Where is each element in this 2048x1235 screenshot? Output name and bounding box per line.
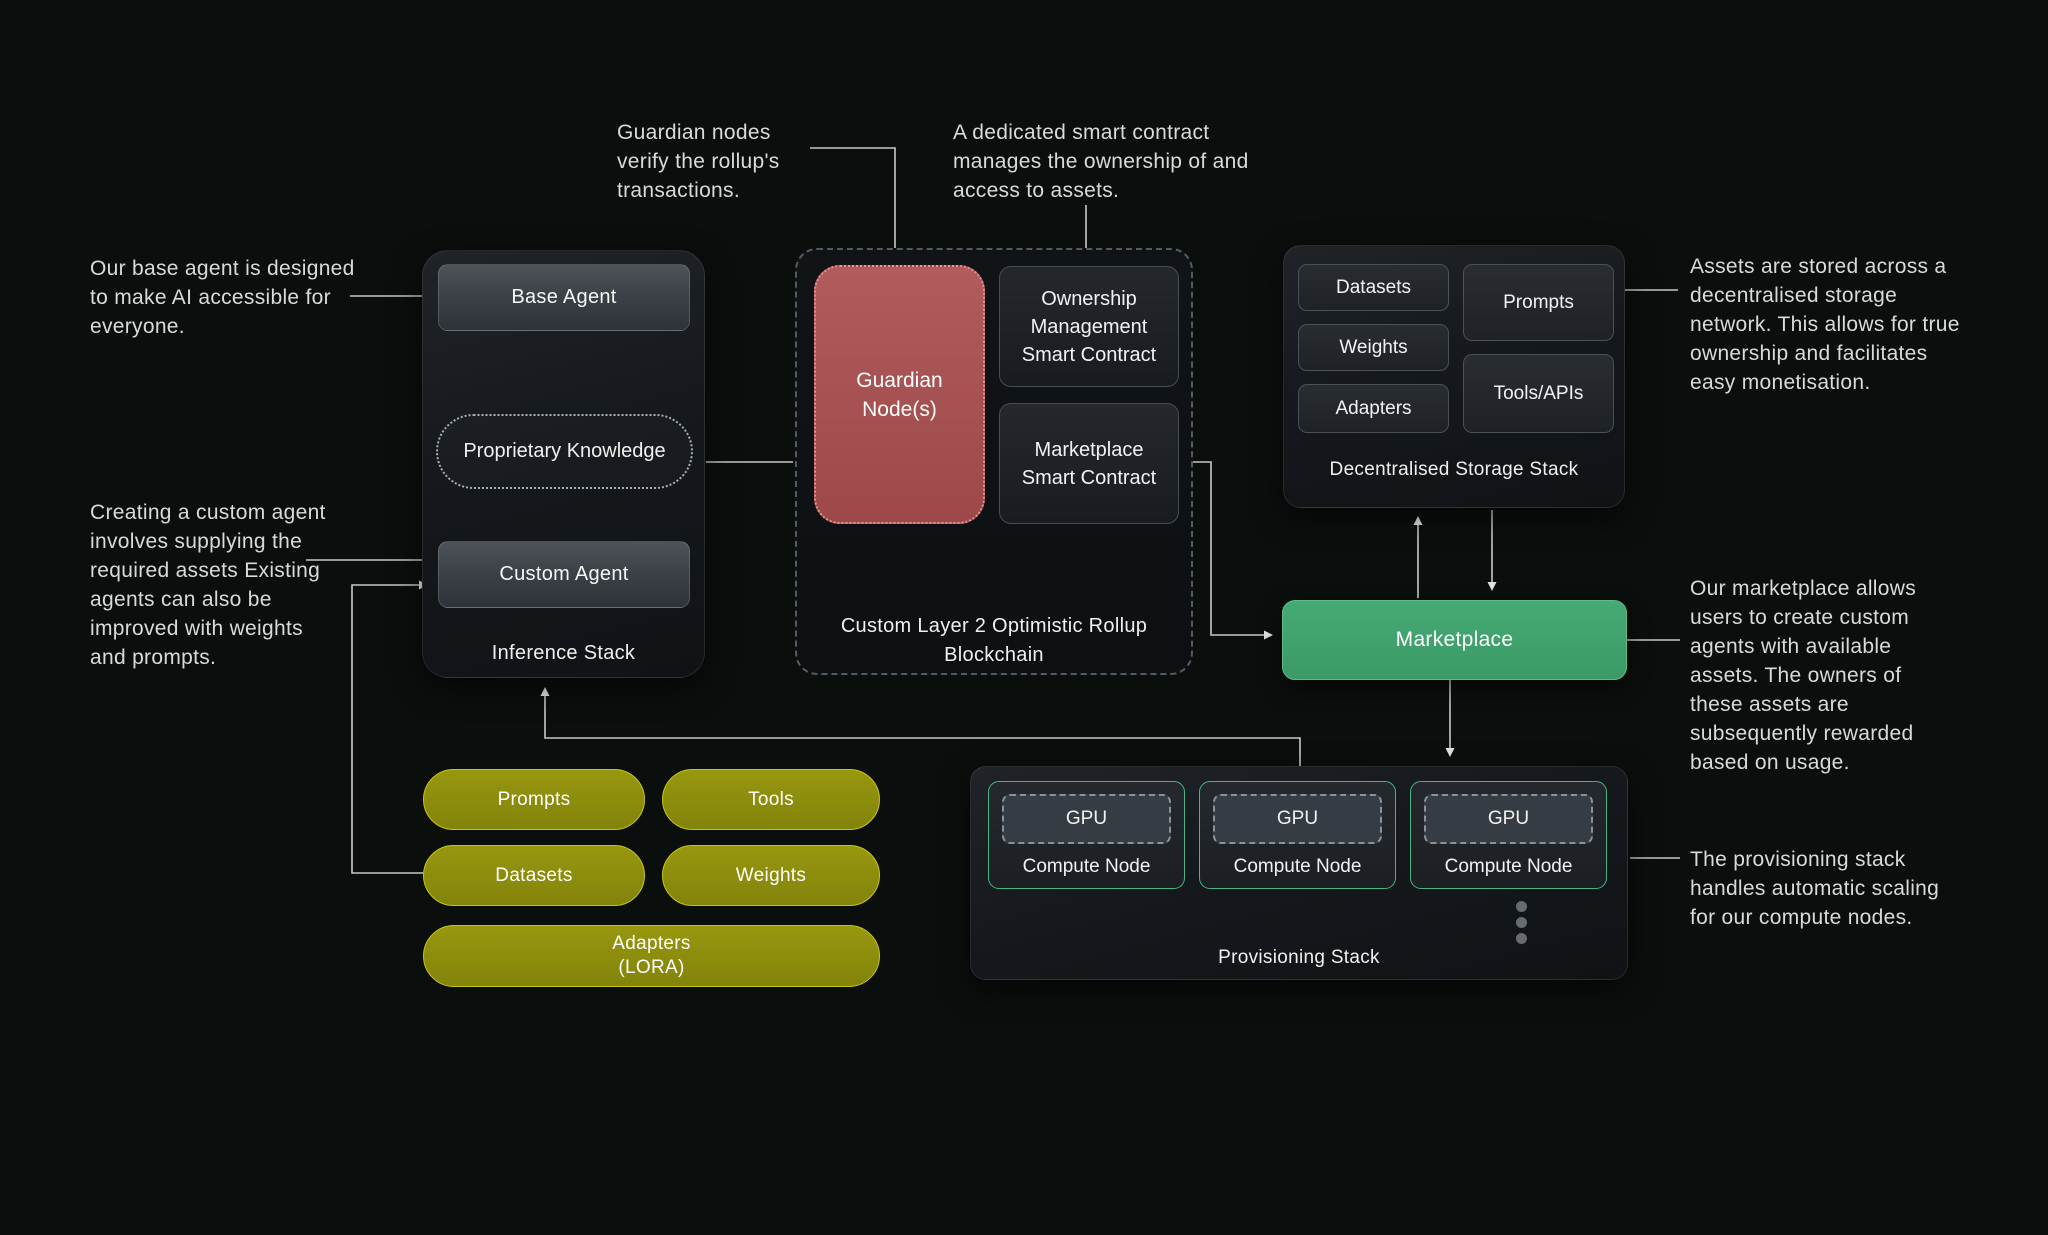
pill-datasets: Datasets (423, 845, 645, 906)
note-marketplace: Our marketplace allows users to create c… (1690, 577, 1917, 774)
pill-weights: Weights (662, 845, 880, 906)
line-note-to-guardian (810, 147, 896, 260)
arrow-assets-to-custom-agent (351, 580, 428, 874)
compute-node-1: GPU Compute Node (988, 781, 1185, 889)
pill-adapters: Adapters (LORA) (423, 925, 880, 987)
ownership-contract-label: Ownership Management Smart Contract (1021, 287, 1157, 366)
note-ownership: A dedicated smart contract manages the o… (953, 121, 1249, 202)
compute-node-3: GPU Compute Node (1410, 781, 1607, 889)
storage-adapters-label: Adapters (1335, 397, 1412, 419)
pill-tools: Tools (662, 769, 880, 830)
gpu-label-3: GPU (1487, 808, 1530, 829)
storage-stack-container: Datasets Weights Adapters Prompts Tools/… (1283, 245, 1625, 508)
base-agent-box: Base Agent (438, 264, 690, 331)
arrow-provisioning-to-inference (540, 687, 1301, 766)
gpu-box-2: GPU (1213, 794, 1382, 844)
pill-weights-label: Weights (735, 864, 807, 886)
compute-node-label-3: Compute Node (1444, 856, 1573, 877)
note-provisioning: The provisioning stack handles automatic… (1690, 848, 1940, 929)
gpu-box-1: GPU (1002, 794, 1171, 844)
storage-datasets-box: Datasets (1298, 264, 1449, 311)
storage-weights-label: Weights (1339, 336, 1408, 358)
marketplace-contract-box: Marketplace Smart Contract (999, 403, 1179, 524)
provisioning-stack-container: GPU Compute Node GPU Compute Node GPU Co… (970, 766, 1628, 980)
compute-node-label-2: Compute Node (1233, 856, 1362, 877)
gpu-label-2: GPU (1276, 808, 1319, 829)
pill-adapters-line1: Adapters (612, 933, 691, 954)
gpu-label-1: GPU (1065, 808, 1108, 829)
pill-datasets-label: Datasets (495, 864, 573, 886)
rollup-container: Guardian Node(s) Ownership Management Sm… (795, 248, 1193, 675)
pill-prompts: Prompts (423, 769, 645, 830)
compute-node-label-1: Compute Node (1022, 856, 1151, 877)
gpu-box-3: GPU (1424, 794, 1593, 844)
marketplace-box: Marketplace (1282, 600, 1627, 680)
inference-stack-label: Inference Stack (491, 642, 636, 664)
arrow-rollup-to-marketplace (1193, 461, 1273, 640)
note-storage: Assets are stored across a decentralised… (1690, 255, 1960, 394)
pill-prompts-label: Prompts (497, 788, 571, 810)
storage-prompts-label: Prompts (1503, 291, 1574, 313)
base-agent-label: Base Agent (511, 286, 617, 308)
note-guardian: Guardian nodes verify the rollup's trans… (617, 121, 780, 202)
storage-datasets-label: Datasets (1336, 276, 1411, 298)
marketplace-contract-label: Marketplace Smart Contract (1021, 438, 1157, 489)
inference-stack-container: Base Agent Proprietary Knowledge Custom … (422, 250, 705, 678)
storage-stack-label: Decentralised Storage Stack (1329, 459, 1579, 480)
guardian-node-label: Guardian Node(s) (856, 368, 943, 421)
storage-adapters-box: Adapters (1298, 384, 1449, 433)
pill-tools-label: Tools (748, 788, 794, 810)
proprietary-knowledge-box: Proprietary Knowledge (436, 414, 693, 489)
storage-prompts-box: Prompts (1463, 264, 1614, 341)
storage-tools-apis-label: Tools/APIs (1493, 382, 1584, 404)
rollup-label: Custom Layer 2 Optimistic Rollup Blockch… (840, 615, 1148, 666)
note-base-agent: Our base agent is designed to make AI ac… (90, 257, 355, 338)
proprietary-knowledge-label: Proprietary Knowledge (463, 440, 666, 462)
ownership-contract-box: Ownership Management Smart Contract (999, 266, 1179, 387)
note-custom-agent: Creating a custom agent involves supplyi… (90, 501, 326, 669)
compute-node-2: GPU Compute Node (1199, 781, 1396, 889)
pill-adapters-line2: (LORA) (618, 957, 685, 978)
provisioning-stack-label: Provisioning Stack (1218, 947, 1380, 968)
marketplace-label: Marketplace (1395, 628, 1514, 651)
storage-weights-box: Weights (1298, 324, 1449, 371)
guardian-node-box: Guardian Node(s) (814, 265, 985, 524)
custom-agent-box: Custom Agent (438, 541, 690, 608)
storage-tools-apis-box: Tools/APIs (1463, 354, 1614, 433)
custom-agent-label: Custom Agent (499, 563, 629, 585)
